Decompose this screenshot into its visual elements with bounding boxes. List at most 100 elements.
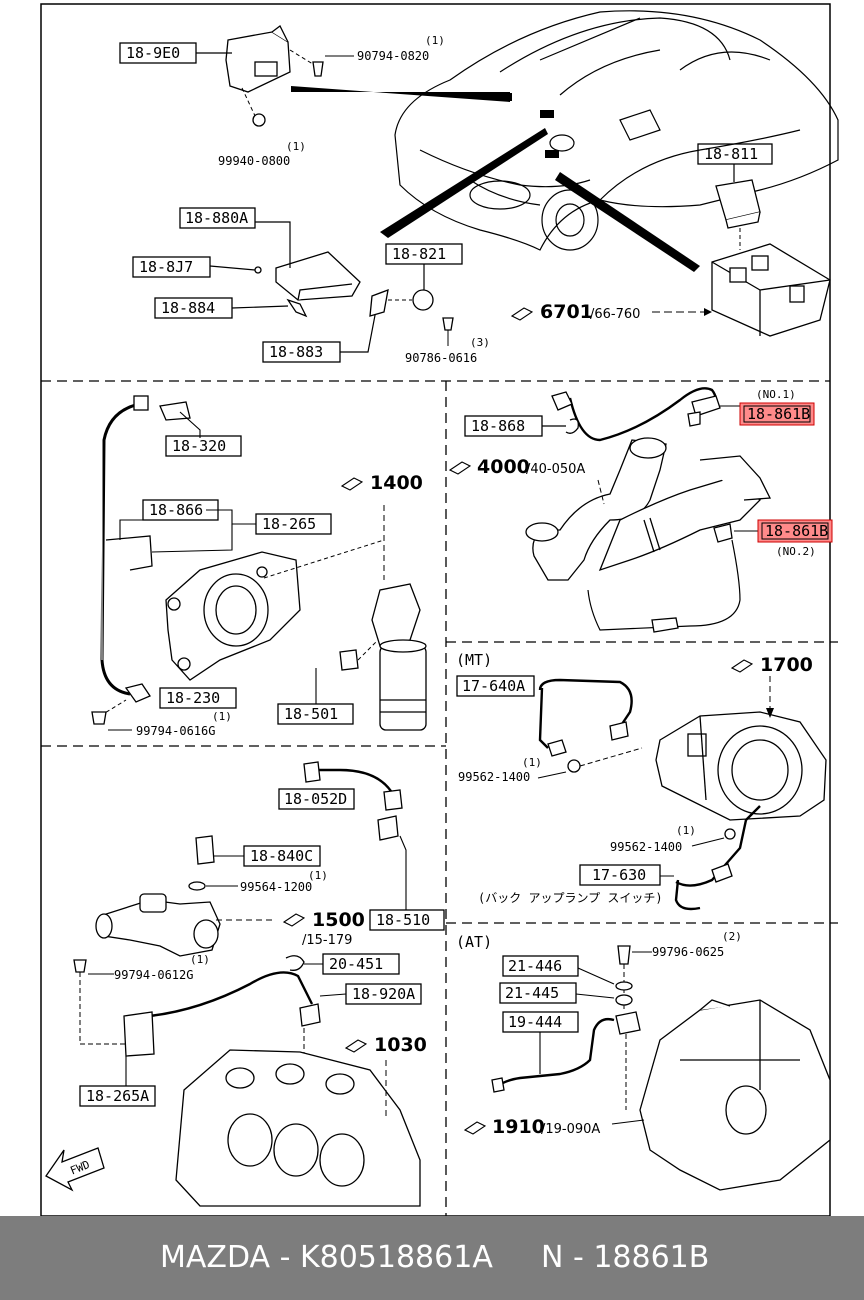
note-text: (NO.1)	[756, 388, 796, 401]
oil-pump-cover-part	[165, 551, 301, 681]
book-pointer-icon	[344, 1039, 368, 1053]
label-box: 18-840C	[243, 845, 321, 867]
o2-harness	[568, 387, 717, 442]
label-box: 18-8J7	[132, 256, 211, 278]
book-pointer-icon	[448, 461, 472, 475]
quantity-label: (1)	[425, 34, 445, 47]
temp-switch-part	[195, 835, 215, 865]
reference-4000[interactable]: 4000 /40-050A	[448, 456, 585, 478]
sensor-part	[369, 288, 389, 317]
part-label: 18-9E0	[126, 44, 180, 62]
part-label: 18-880A	[185, 209, 248, 227]
o2-sensor-1-part	[687, 395, 721, 427]
part-number: 99562-1400	[458, 770, 530, 784]
reference-number: 4000	[477, 456, 530, 478]
diagram-number-label: N - 18861B	[541, 1240, 710, 1275]
label-box: 18-883	[262, 341, 341, 363]
part-label: 20-451	[329, 955, 383, 973]
manual-transmission-part	[655, 711, 827, 821]
part-label: 18-811	[704, 145, 758, 163]
knock-sensor-harness	[149, 971, 314, 1018]
inhibitor-switch-part	[615, 1011, 641, 1035]
clip-part	[565, 418, 579, 434]
water-temp-sender-part	[377, 815, 399, 841]
backup-switch-part	[711, 863, 733, 883]
parts-diagram: 18-9E0 (1) 90794-0820 (1) 99940-0800 18-…	[40, 3, 839, 1217]
part-label: 18-866	[149, 501, 203, 519]
reference-1030[interactable]: 1030	[344, 1034, 427, 1056]
part-label: 18-052D	[284, 790, 347, 808]
bracket-part	[123, 1011, 155, 1057]
knock-sensor-part	[299, 1003, 321, 1027]
part-code-label: MAZDA - K80518861A	[160, 1240, 493, 1275]
quantity-label: (1)	[676, 824, 696, 837]
leader-wedge	[555, 172, 700, 272]
cylinder-block-part	[175, 1049, 421, 1207]
book-pointer-icon	[510, 307, 534, 321]
reference-sub: /19-090A	[541, 1122, 600, 1137]
reference-1910[interactable]: 1910 /19-090A	[463, 1116, 600, 1138]
part-number: 99794-0612G	[114, 968, 193, 982]
part-label: 18-8J7	[139, 258, 193, 276]
label-box: 20-451	[322, 953, 400, 975]
marker-block	[540, 110, 554, 118]
label-box: 18-920A	[345, 983, 422, 1005]
part-number: 99794-0616G	[136, 724, 215, 738]
part-label: 18-510	[376, 911, 430, 929]
highlight-box	[757, 519, 833, 543]
part-label: 18-868	[471, 417, 525, 435]
part-label: 18-920A	[352, 985, 415, 1003]
label-box: 21-445	[499, 982, 577, 1004]
part-label: 18-265	[262, 515, 316, 533]
thermostat-housing-part	[95, 893, 221, 957]
note-text: (NO.2)	[776, 545, 816, 558]
ecu-part	[275, 251, 361, 301]
o2-harness	[587, 539, 741, 631]
label-box: 18-052D	[278, 788, 355, 810]
o2-sensor-2-part	[713, 523, 733, 543]
part-footer-bar: MAZDA - K80518861A N - 18861B	[0, 1216, 864, 1300]
book-pointer-icon	[282, 913, 306, 927]
label-box: 18-501	[277, 703, 354, 725]
reference-sub: /66-760	[590, 307, 640, 322]
quantity-label: (2)	[722, 930, 742, 943]
highlighted-part-18861b-no1[interactable]: 18-861B	[739, 402, 815, 426]
leader-wedge	[380, 128, 548, 238]
part-label: 18-320	[172, 437, 226, 455]
washer-part	[615, 981, 633, 991]
label-box: 17-630	[579, 864, 661, 886]
reference-6701[interactable]: 6701 /66-760	[510, 301, 640, 323]
relay-part	[715, 179, 761, 229]
label-box: 18-9E0	[119, 42, 197, 64]
quantity-label: (1)	[308, 869, 328, 882]
nut-part	[252, 113, 266, 127]
part-label: 18-821	[392, 245, 446, 263]
highlighted-part-18861b-no2[interactable]: 18-861B	[757, 519, 833, 543]
reference-1400[interactable]: 1400	[340, 472, 423, 494]
label-box: 17-640A	[456, 675, 535, 697]
book-pointer-icon	[463, 1121, 487, 1135]
switch-harness	[497, 1017, 615, 1087]
note-text: (AT)	[456, 933, 492, 951]
reference-1500[interactable]: 1500 /15-179	[282, 909, 365, 948]
label-box: 18-230	[159, 687, 237, 709]
reference-1700[interactable]: 1700	[730, 654, 813, 676]
label-box: 21-446	[502, 955, 579, 977]
bracket-part	[225, 25, 291, 93]
part-number: 99564-1200	[240, 880, 312, 894]
oil-filter-part	[371, 583, 427, 731]
quantity-label: (1)	[522, 756, 542, 769]
oil-pressure-switch-part	[339, 649, 359, 671]
label-box: 18-880A	[179, 207, 256, 229]
bolt-part	[617, 945, 631, 965]
speedometer-harness	[538, 678, 633, 731]
label-box: 18-868	[464, 415, 543, 437]
clip-part	[159, 401, 191, 421]
highlight-box	[739, 402, 815, 426]
bracket-part	[105, 535, 153, 571]
reference-number: 1030	[374, 1034, 427, 1056]
reference-number: 6701	[540, 301, 593, 323]
note-text: (バック アップランプ スイッチ)	[478, 891, 663, 905]
leader-wedge	[291, 86, 510, 102]
label-box: 18-320	[165, 435, 242, 457]
